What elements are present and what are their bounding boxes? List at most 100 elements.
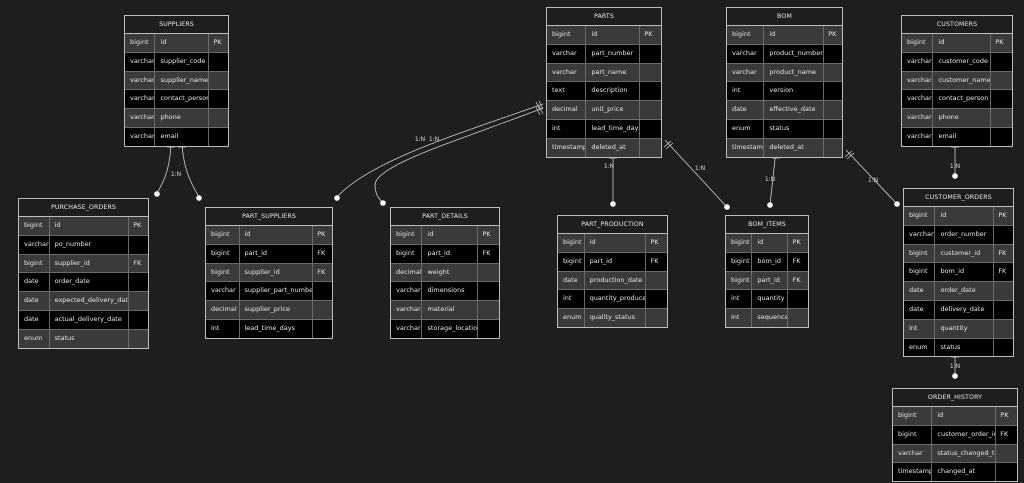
- column-type: varchar: [727, 44, 765, 63]
- column-key: [824, 64, 842, 82]
- column-name: quality_status: [585, 309, 647, 327]
- column-name: phone: [933, 109, 992, 127]
- column-name: product_number: [764, 44, 825, 63]
- entity-title: PART_PRODUCTION: [558, 216, 667, 234]
- column-key: [313, 320, 332, 338]
- column-type: date: [727, 101, 765, 119]
- column-key: PK: [482, 230, 491, 238]
- column-type: bigint: [206, 244, 240, 263]
- column-name: order_date: [935, 282, 995, 300]
- column-key: FK: [1000, 429, 1009, 438]
- relationship-label: 1:N: [765, 176, 775, 183]
- column-type: varchar: [902, 90, 934, 109]
- column-key: [991, 109, 1012, 127]
- column-name: part_number: [586, 44, 641, 63]
- column-type: bigint: [893, 425, 933, 444]
- column-type: varchar: [125, 90, 156, 109]
- entity-title: CUSTOMERS: [902, 16, 1012, 34]
- relationship-line: [374, 107, 544, 204]
- column-key: [646, 272, 667, 290]
- column-name: part_id: [585, 252, 647, 271]
- column-key: [824, 101, 842, 119]
- column-key: [646, 290, 667, 308]
- column-type: date: [19, 310, 50, 329]
- entity-title: BOM: [727, 8, 842, 26]
- column-key: PK: [995, 38, 1004, 46]
- column-type: varchar: [391, 319, 423, 338]
- column-type: varchar: [902, 71, 934, 90]
- column-key: [824, 45, 842, 63]
- column-key: FK: [317, 248, 326, 257]
- column-type: int: [726, 290, 753, 309]
- column-type: bigint: [726, 234, 753, 252]
- column-name: lead_time_days: [586, 119, 641, 138]
- column-name: material: [422, 301, 479, 319]
- column-type: varchar: [125, 52, 156, 71]
- column-key: FK: [998, 248, 1007, 257]
- column-key: [994, 339, 1013, 357]
- column-type: bigint: [125, 34, 156, 52]
- column-name: supplier_id: [240, 263, 314, 282]
- column-name: expected_delivery_date: [50, 292, 130, 310]
- column-type: varchar: [206, 282, 240, 301]
- column-name: version: [764, 82, 825, 101]
- column-key: [991, 128, 1012, 146]
- column-key: [788, 290, 808, 308]
- column-key: PK: [644, 30, 653, 38]
- column-key: [640, 82, 661, 100]
- column-name: quantity: [752, 290, 789, 309]
- column-key: FK: [133, 258, 142, 267]
- column-type: varchar: [19, 235, 50, 254]
- column-type: bigint: [19, 254, 50, 273]
- column-key: [640, 139, 661, 157]
- entity-title: BOM_ITEMS: [726, 216, 808, 234]
- column-key: [129, 330, 148, 348]
- column-name: contact_person: [933, 90, 992, 109]
- column-key: [640, 64, 661, 82]
- column-type: bigint: [727, 26, 765, 44]
- column-key: PK: [1000, 411, 1009, 419]
- column-name: part_id: [422, 244, 479, 263]
- entity-title: ORDER_HISTORY: [893, 389, 1017, 407]
- column-key: PK: [213, 38, 222, 46]
- column-key: [824, 120, 842, 138]
